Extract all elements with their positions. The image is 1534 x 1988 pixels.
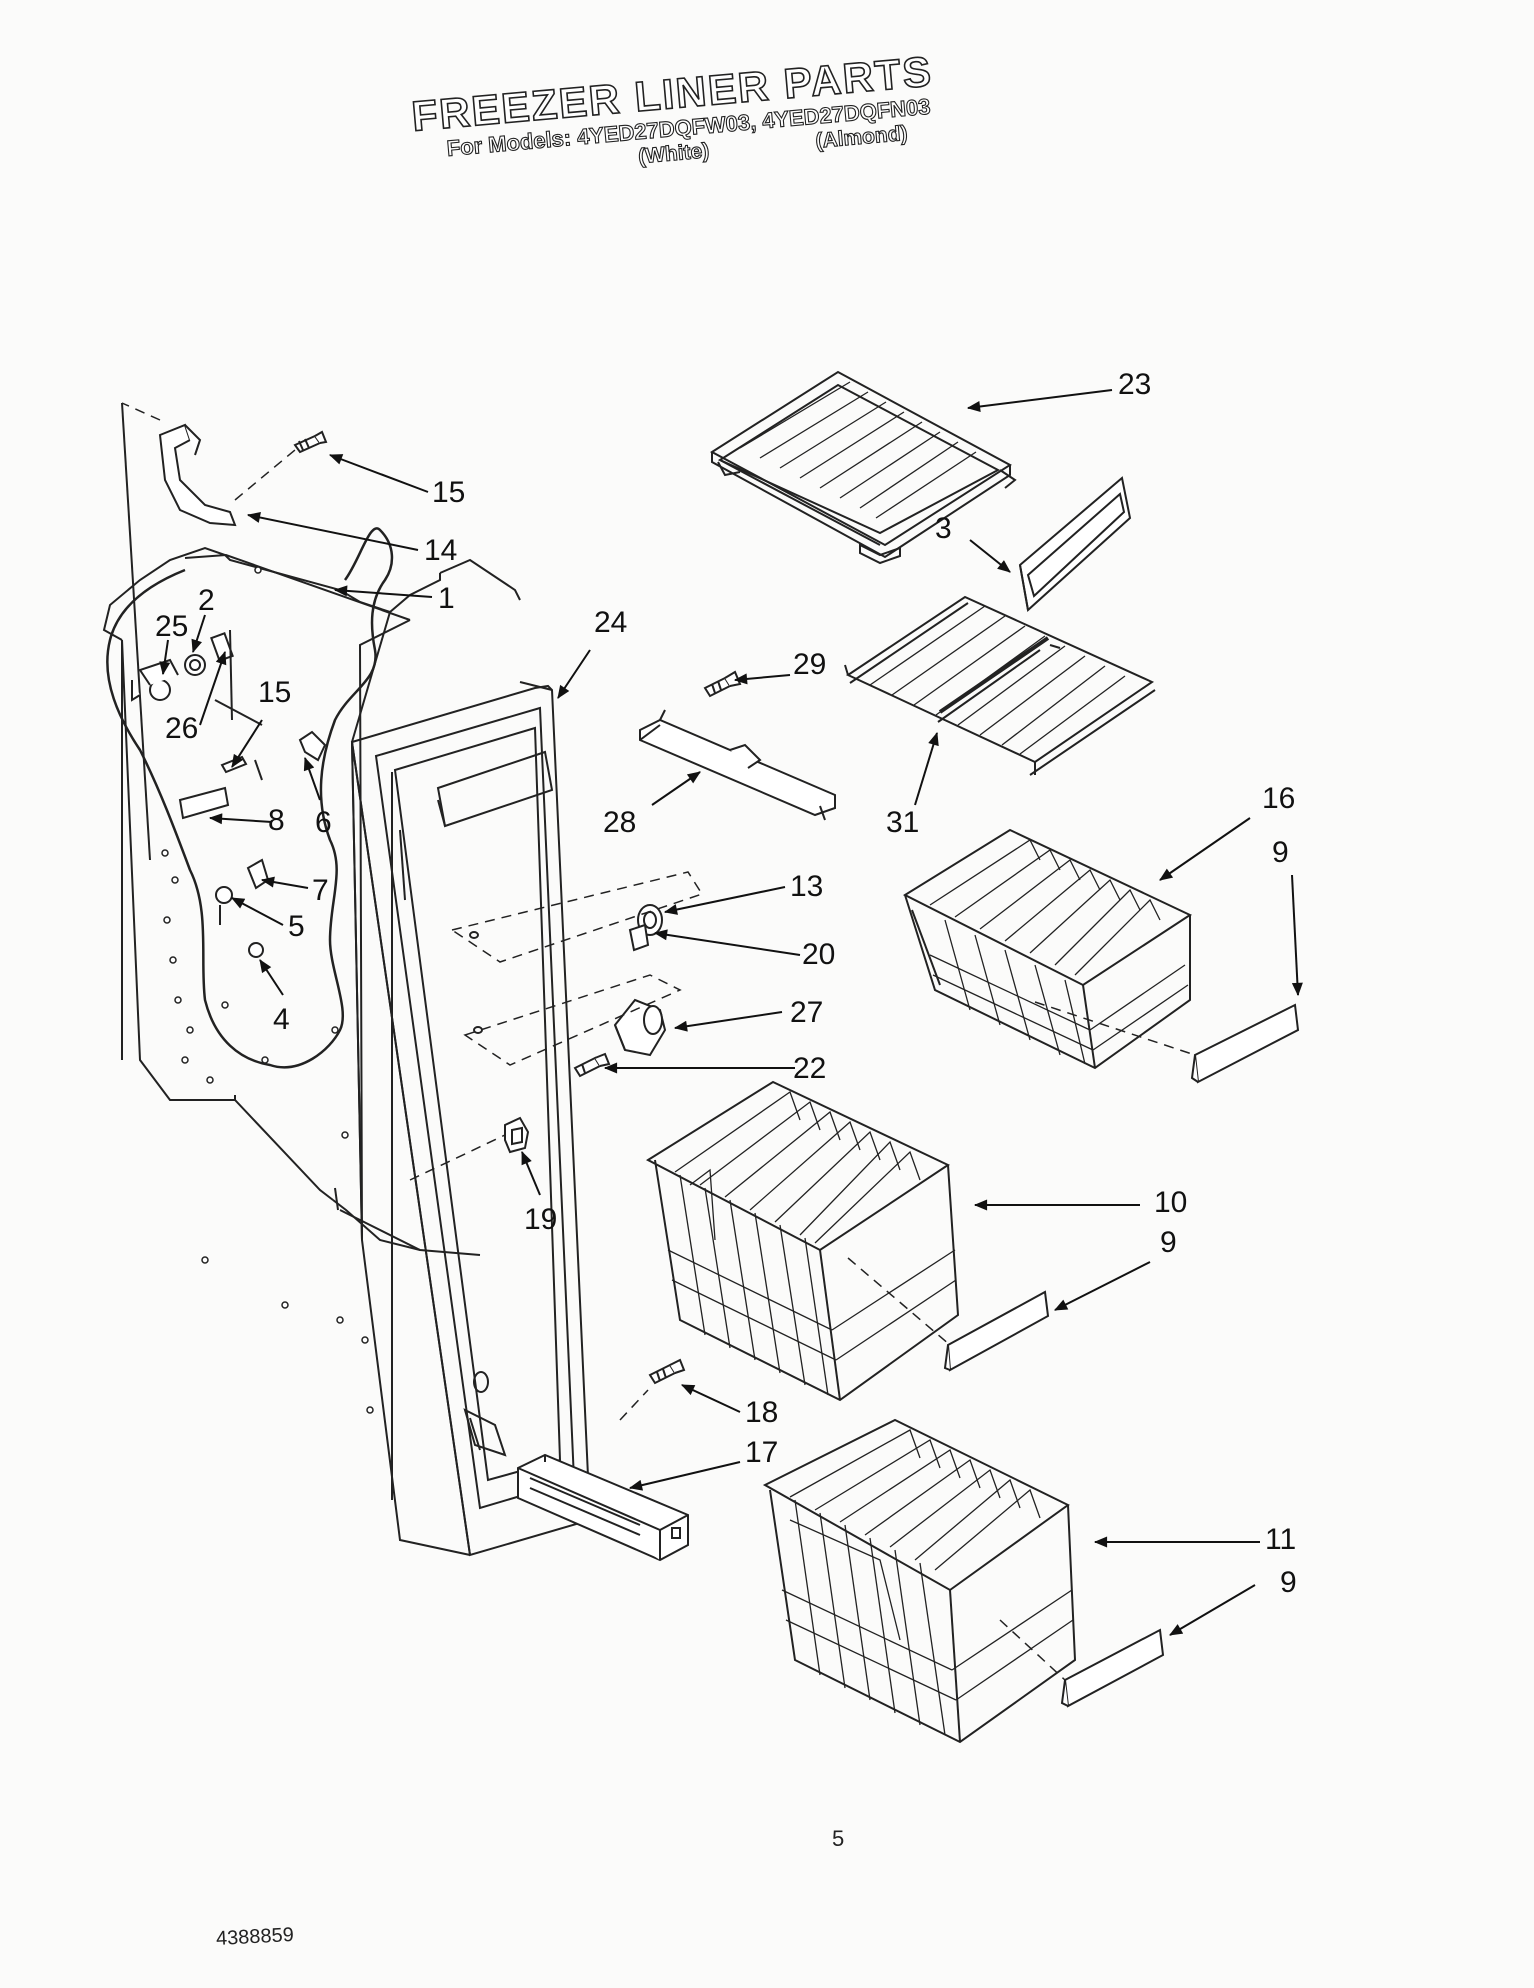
callout-8: 8 [268,804,285,837]
callout-20: 20 [802,938,836,971]
callout-26: 26 [165,712,199,745]
bracket-27 [613,998,667,1057]
installation-dashed-lines [121,402,1196,1681]
screw-22 [573,1052,611,1078]
light-socket-parts [131,629,263,781]
callout-24: 24 [594,606,628,639]
screw-29 [703,670,742,698]
callout-22: 22 [793,1052,827,1085]
basket-front-9 [943,1003,1300,1708]
callout-27: 27 [790,996,824,1029]
callout-6: 6 [315,806,332,839]
callout-14: 14 [424,534,458,567]
hinge-bracket [158,423,237,527]
callout-25: 25 [155,610,189,643]
callout-10: 10 [1154,1186,1188,1219]
callout-arrows [159,389,1303,1636]
callout-28: 28 [603,806,637,839]
callout-9-bottom: 9 [1280,1566,1297,1599]
callout-13: 13 [790,870,824,903]
callout-16: 16 [1262,782,1296,815]
callout-5: 5 [288,910,305,943]
callout-11: 11 [1265,1523,1297,1556]
freezer-shelf-23 [710,370,1017,565]
callout-31: 31 [886,806,920,839]
shelf-stud-13 [628,904,663,952]
page-number: 5 [832,1826,845,1851]
liner-mounting-holes [161,566,374,1414]
vent-grille-17 [517,1453,689,1562]
wire-harness [106,527,394,1069]
callout-9-middle: 9 [1160,1226,1177,1259]
shelf-trim-3 [1018,476,1132,612]
callout-23: 23 [1118,368,1152,401]
callout-7: 7 [312,874,329,907]
callout-19: 19 [524,1203,558,1236]
screw-15-top [293,430,328,454]
callout-2: 2 [198,584,215,617]
callout-9-top: 9 [1272,836,1289,869]
callout-15-top: 15 [432,476,466,509]
shelf-support-28 [639,709,836,821]
callout-3: 3 [935,512,952,545]
callout-1: 1 [438,582,455,615]
thermostat-parts [178,730,327,958]
callout-18: 18 [745,1396,779,1429]
wire-basket-10 [645,1080,960,1402]
wire-basket-16 [902,828,1193,1070]
callout-29: 29 [793,648,827,681]
wire-basket-11 [762,1418,1077,1744]
callout-4: 4 [273,1003,290,1036]
wire-shelf-31 [844,595,1156,776]
callout-17: 17 [745,1436,779,1469]
callout-15-middle: 15 [258,676,292,709]
switch-19 [504,1116,530,1154]
document-number: 4388859 [215,1923,295,1951]
screw-18 [648,1358,686,1385]
